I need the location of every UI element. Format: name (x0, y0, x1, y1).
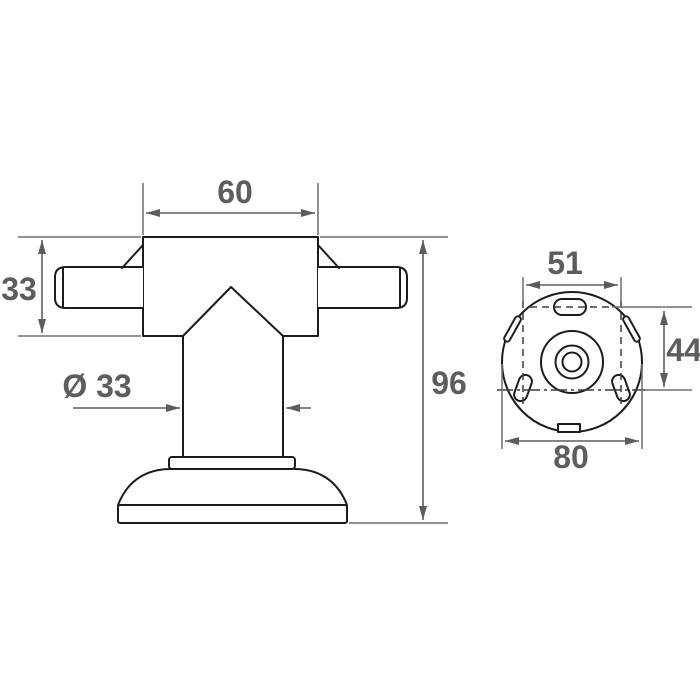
right-chamfer-line (317, 244, 340, 269)
bottom-view (497, 277, 692, 449)
dim-label-hole-pattern-width: 51 (547, 245, 583, 281)
rim-notch-top-right (622, 315, 641, 343)
dim-label-hole-pattern-height: 44 (666, 332, 700, 368)
dim-label-base-diameter: 80 (553, 439, 589, 475)
dome-right-curve (293, 468, 348, 506)
left-chamfer-line (121, 244, 144, 269)
dim-label-head-height: 33 (1, 271, 37, 307)
bottom-view-dimensions: 51 44 80 (505, 245, 700, 475)
rim-notch-top-left (503, 315, 522, 343)
side-view (18, 183, 448, 524)
dim-label-head-width: 60 (217, 174, 253, 210)
dome-left-curve (117, 468, 172, 506)
center-hole-circle (561, 351, 583, 373)
dim-label-stem-diameter: Ø 33 (62, 368, 131, 404)
left-pin-outline (54, 266, 143, 309)
rim-tab-bottom (557, 423, 581, 433)
chevron-detail (182, 286, 284, 337)
center-mid-circle (554, 344, 590, 380)
side-view-dimensions: 60 33 Ø 33 96 (1, 174, 467, 520)
base-collar (168, 456, 296, 470)
right-pin-outline (318, 266, 408, 309)
base-foot (117, 504, 348, 524)
dim-label-total-height: 96 (431, 365, 467, 401)
center-boss-circle (540, 330, 604, 394)
